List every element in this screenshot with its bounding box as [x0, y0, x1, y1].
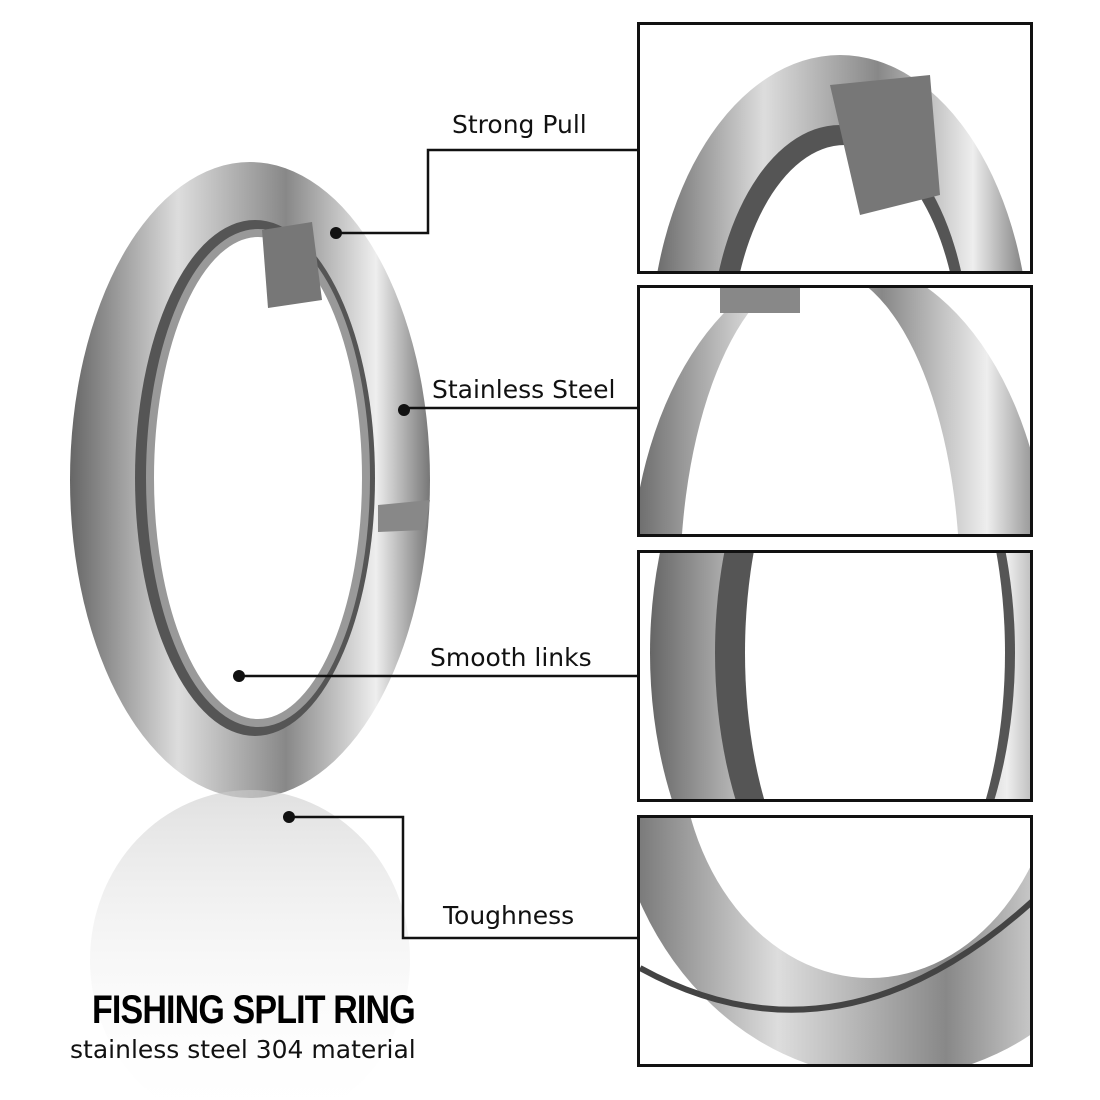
callout-dot: [330, 227, 342, 239]
product-subtitle: stainless steel 304 material: [70, 1035, 416, 1064]
callout-dot: [398, 404, 410, 416]
detail-box-stainless-steel: [637, 285, 1033, 537]
callout-dot: [233, 670, 245, 682]
detail-box-strong-pull: [637, 22, 1033, 274]
callout-dot: [283, 811, 295, 823]
product-title: FISHING SPLIT RING: [92, 988, 416, 1032]
split-ring-illustration: [70, 162, 430, 1100]
detail-box-toughness: [637, 815, 1033, 1067]
callout-label-strong-pull: Strong Pull: [452, 110, 587, 139]
callout-label-smooth-links: Smooth links: [430, 643, 592, 672]
callout-label-stainless-steel: Stainless Steel: [432, 375, 616, 404]
detail-box-smooth-links: [637, 550, 1033, 802]
callout-label-toughness: Toughness: [443, 901, 575, 930]
